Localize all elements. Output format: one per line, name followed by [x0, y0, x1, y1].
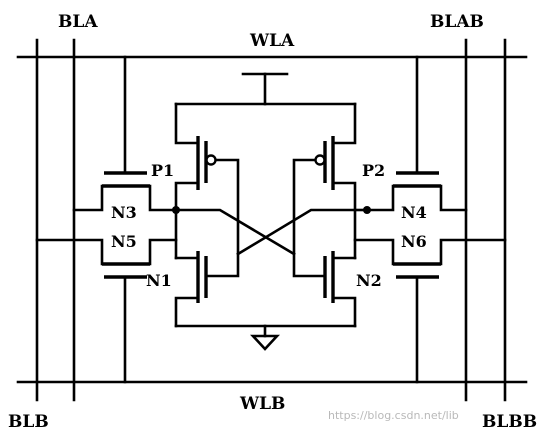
- n5-label: N5: [111, 232, 137, 251]
- p1-label: P1: [151, 161, 174, 180]
- wla-label: WLA: [249, 31, 295, 51]
- blb-label: BLB: [8, 412, 49, 432]
- n3-label: N3: [111, 203, 137, 222]
- right-inverter: [292, 102, 357, 328]
- left-inverter: [174, 102, 240, 328]
- right-access-transistors: [353, 55, 507, 384]
- bla-label: BLA: [58, 12, 98, 32]
- p1-gate-bubble: [205, 154, 217, 166]
- watermark: https://blog.csdn.net/lib: [328, 409, 459, 422]
- n1-label: N1: [146, 271, 172, 290]
- cross-coupling: [172, 206, 371, 256]
- blbb-label: BLBB: [482, 412, 537, 432]
- n4-label: N4: [401, 203, 427, 222]
- p2-gate-bubble: [314, 154, 326, 166]
- ground-symbol: [174, 324, 357, 351]
- left-access-transistors: [35, 55, 178, 384]
- blab-label: BLAB: [430, 12, 484, 32]
- p2-label: P2: [362, 161, 385, 180]
- vdd-supply: [174, 72, 357, 106]
- n6-label: N6: [401, 232, 427, 251]
- n2-label: N2: [356, 271, 382, 290]
- wlb-label: WLB: [239, 394, 285, 414]
